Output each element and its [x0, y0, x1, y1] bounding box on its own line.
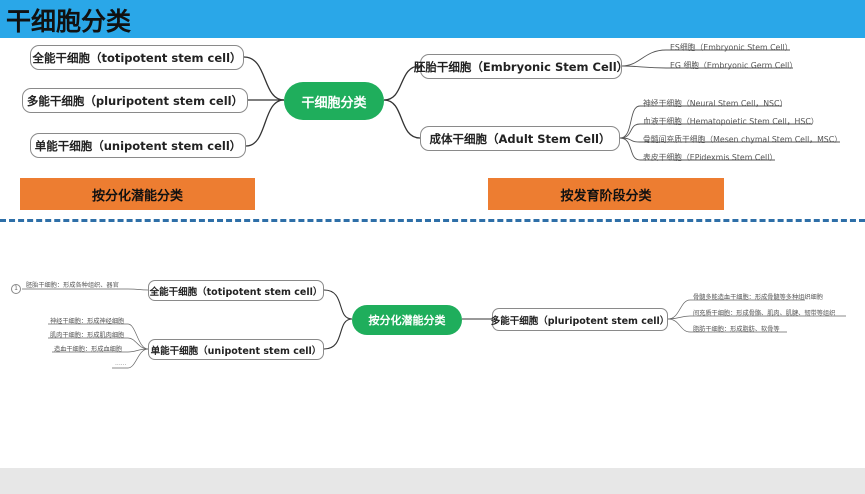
- leaf-es-cell: ES细胞（Embryonic Stem Cell）: [670, 43, 793, 52]
- center-node-stem-cell-classification[interactable]: 干细胞分类: [284, 82, 384, 120]
- node-embryonic[interactable]: 胚胎干细胞（Embryonic Stem Cell）: [414, 54, 628, 79]
- node-adult[interactable]: 成体干细胞（Adult Stem Cell）: [420, 126, 620, 151]
- node-unipotent[interactable]: 单能干细胞（unipotent stem cell）: [30, 133, 246, 158]
- page-title: 干细胞分类: [6, 7, 132, 36]
- leaf-eg-cell: EG 细胞（Embryonic Germ Cell）: [670, 61, 798, 70]
- connector-top-left-3: [245, 99, 285, 147]
- node-bottom-pluripotent[interactable]: 多能干细胞（pluripotent stem cell）: [491, 308, 669, 331]
- footer-bar: [0, 468, 865, 494]
- connector-embryo-child: [22, 288, 149, 291]
- header-bar: 干细胞分类: [0, 0, 865, 38]
- info-circle-icon[interactable]: 1: [11, 284, 21, 294]
- leaf-blood-stem-cell: 造血干细胞：形成血细胞: [54, 346, 123, 353]
- section-divider: [0, 219, 865, 222]
- node-pluripotent[interactable]: 多能干细胞（pluripotent stem cell）: [22, 88, 248, 113]
- banner-by-developmental-stage: 按发育阶段分类: [488, 178, 724, 210]
- leaf-embryonic-stem-cell: 胚胎干细胞：形成各种组织、器官: [26, 282, 119, 289]
- leaf-hematopoietic-stem-cell: 血液干细胞（Hematopoietic Stem Cell，HSC）: [643, 117, 819, 126]
- node-bottom-unipotent[interactable]: 单能干细胞（unipotent stem cell）: [148, 339, 324, 360]
- leaf-nerve-stem-cell: 神经干细胞：形成神经细胞: [50, 318, 125, 325]
- leaf-adipose: 脂肪干细胞：形成脂肪、软骨等: [693, 326, 780, 333]
- leaf-neural-stem-cell: 神经干细胞（Neural Stem Cell，NSC）: [643, 99, 788, 108]
- leaf-muscle-stem-cell: 肌肉干细胞：形成肌肉细胞: [50, 332, 125, 339]
- leaf-epidermis-stem-cell: 表皮干细胞（EPidexmis Stem Cell）: [643, 153, 778, 162]
- node-totipotent[interactable]: 全能干细胞（totipotent stem cell）: [30, 45, 244, 70]
- connector-bottom-left-2: [323, 318, 353, 350]
- center-node-by-differentiation-potential[interactable]: 按分化潜能分类: [352, 305, 462, 335]
- more-items-ellipsis: ......: [115, 360, 127, 367]
- leaf-mesenchymal-stem-cell: 骨髓间充质干细胞（Mesen chymal Stem Cell，MSC）: [643, 135, 842, 144]
- connector-bottom-left-1: [323, 289, 353, 320]
- leaf-bone-marrow-hsc: 骨髓多能造血干细胞：形成骨髓等多种组织细胞: [693, 294, 823, 301]
- banner-by-differentiation-potential: 按分化潜能分类: [20, 178, 255, 210]
- connector-top-right-2: [383, 99, 421, 139]
- node-bottom-totipotent[interactable]: 全能干细胞（totipotent stem cell）: [148, 280, 324, 301]
- leaf-mesenchymal: 间充质干细胞：形成骨骼、肌肉、肌腱、韧带等组织: [693, 310, 836, 317]
- connector-top-left-1: [243, 56, 285, 101]
